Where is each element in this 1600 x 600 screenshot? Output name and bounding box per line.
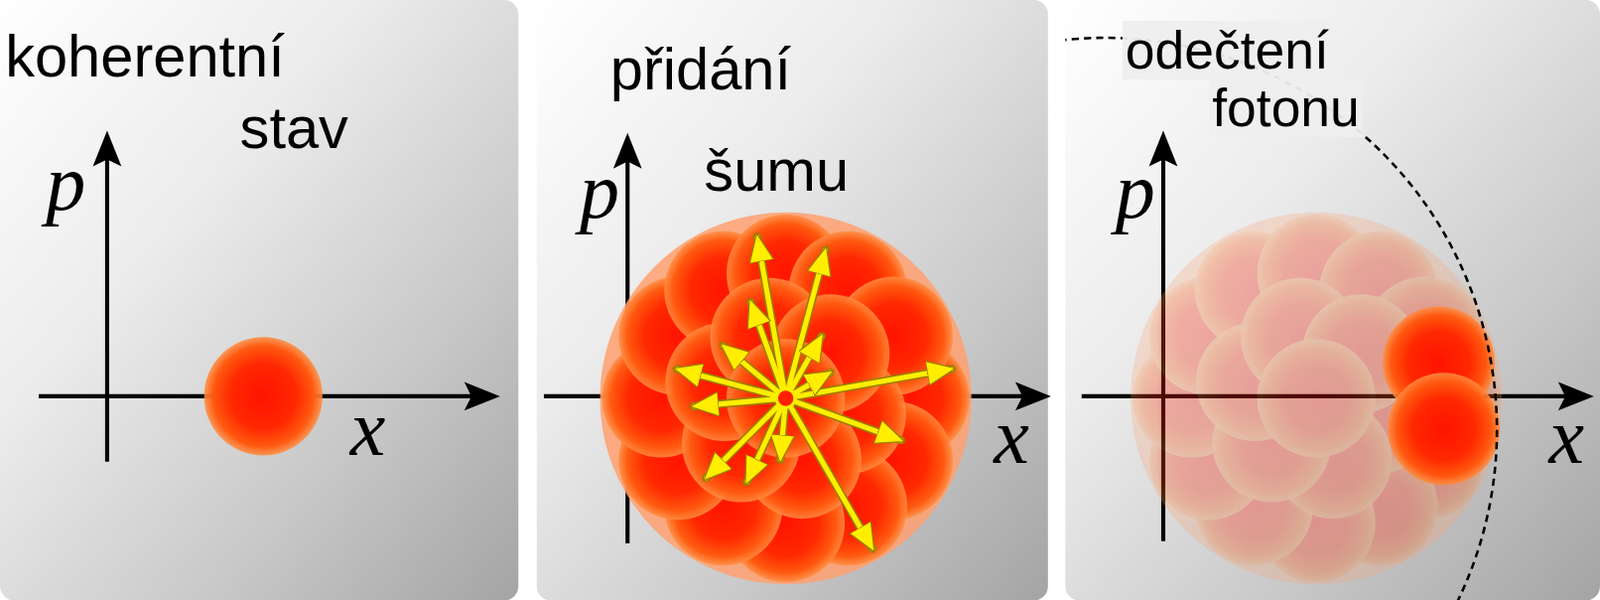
axis-symbol: x (350, 384, 387, 472)
panel-ground (1065, 0, 1600, 600)
axis-symbol: x (1549, 392, 1586, 480)
selected-disc (1387, 372, 1500, 485)
axis-symbol: p (579, 146, 620, 235)
axis-symbol: p (45, 138, 86, 227)
axis-label: p (1115, 150, 1156, 231)
axis-label: x (350, 388, 387, 468)
noise-cloud (599, 212, 971, 584)
axes (38, 131, 501, 462)
phase-space-panel: koherentní stavpx (0, 0, 519, 600)
axis-symbol: p (1115, 146, 1156, 235)
heading-text: přidání šumu (610, 35, 849, 205)
axis-label: p (45, 142, 86, 223)
axis-label: p (579, 150, 620, 231)
axis-symbol: x (993, 392, 1030, 480)
axis-label: x (1549, 396, 1586, 476)
panel-heading: přidání šumu (610, 18, 868, 224)
heading-text: odečtení fotonu (1122, 20, 1363, 138)
axis-label: x (993, 396, 1030, 476)
panel-ground (536, 0, 1049, 600)
noise-arrows (676, 237, 951, 548)
phase-space-panel: odečtení fotonu p x (1065, 0, 1600, 600)
coherent-state-disc (204, 336, 323, 455)
panel-ground (0, 0, 519, 600)
phase-space-panel: přidání šumup x (536, 0, 1049, 600)
faded-cloud (1130, 212, 1502, 584)
panel-heading: odečtení fotonu (1122, 21, 1373, 138)
